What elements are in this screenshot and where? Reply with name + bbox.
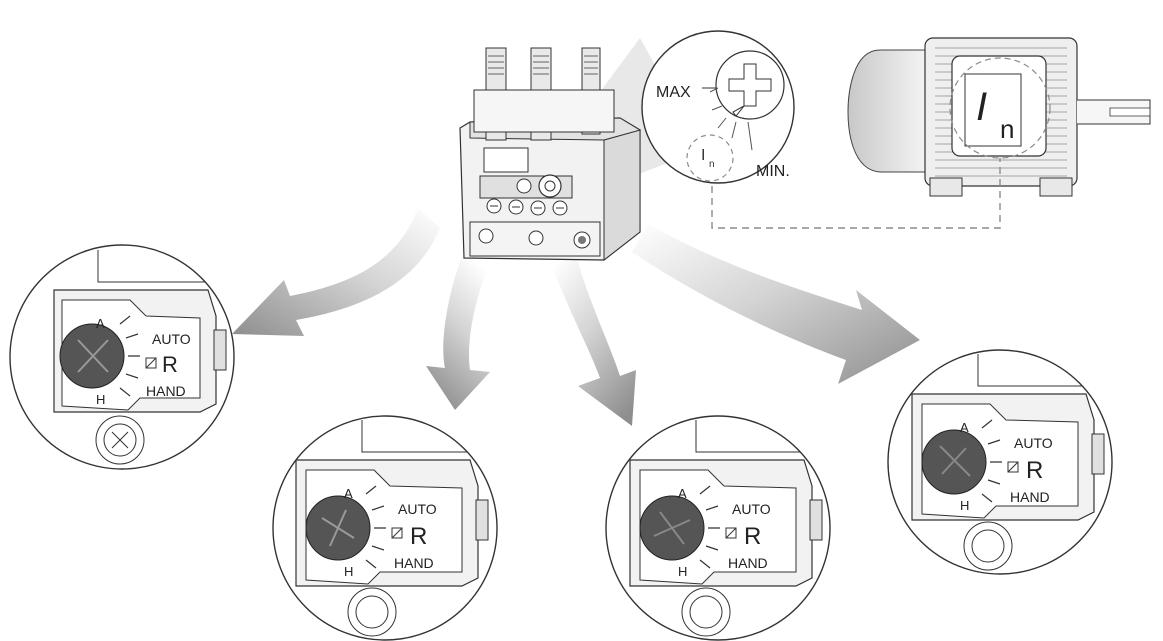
- dial-a-label: A: [960, 420, 969, 435]
- setting-circle-min: A H AUTO R HAND: [9, 244, 235, 470]
- dial-reset-label: R: [744, 523, 761, 550]
- zoom-in-marker-circle: [686, 134, 734, 182]
- zoom-max-label: MAX: [656, 84, 691, 101]
- dial-h-label: H: [960, 498, 969, 513]
- setting-circle-low: A H AUTO R HAND: [272, 415, 498, 641]
- motor-rated-current-symbol: I: [976, 85, 987, 129]
- zoom-detail: MAX MIN. I n: [641, 30, 795, 184]
- setting-circle-max: A H AUTO R HAND: [887, 349, 1113, 575]
- relay-setting-dial: [538, 174, 562, 198]
- dial-a-label: A: [678, 486, 687, 501]
- dial-auto-label: AUTO: [398, 501, 437, 517]
- dial-hand-label: HAND: [1010, 489, 1050, 505]
- dial-reset-label: R: [162, 352, 178, 377]
- dial-hand-label: HAND: [728, 555, 768, 571]
- motor-fan-cover: [847, 49, 926, 173]
- dashed-connector-line: [711, 150, 1001, 229]
- motor-foot-left: [929, 177, 963, 197]
- arrow-to-max-setting: [632, 224, 920, 384]
- motor-highlight-circle: [949, 57, 1051, 159]
- zoom-in-symbol: I: [701, 147, 705, 164]
- dial-auto-label: AUTO: [1014, 435, 1053, 451]
- dial-auto-label: AUTO: [152, 331, 191, 347]
- dial-reset-label: R: [410, 523, 427, 550]
- dial-h-label: H: [678, 564, 687, 579]
- arrow-to-high-setting: [548, 252, 636, 426]
- dial-h-label: H: [344, 564, 353, 579]
- dial-auto-label: AUTO: [732, 501, 771, 517]
- dial-a-label: A: [344, 486, 353, 501]
- dial-reset-label: R: [1026, 457, 1043, 484]
- overload-relay: [459, 38, 702, 262]
- arrow-to-min-setting: [232, 208, 440, 336]
- zoom-in-subscript: n: [709, 159, 715, 170]
- arrow-to-low-setting: [426, 256, 490, 410]
- setting-circle-high: A H AUTO R HAND: [605, 415, 831, 641]
- dial-h-label: H: [96, 392, 105, 407]
- motor-illustration: I n: [847, 37, 1151, 197]
- zoom-min-label: MIN.: [756, 163, 790, 180]
- dial-a-label: A: [96, 316, 105, 331]
- dial-hand-label: HAND: [394, 555, 434, 571]
- dial-hand-label: HAND: [146, 383, 186, 399]
- motor-foot-right: [1039, 177, 1073, 197]
- motor-rated-current-subscript: n: [1000, 114, 1014, 144]
- zoom-cross-slot: [728, 63, 772, 107]
